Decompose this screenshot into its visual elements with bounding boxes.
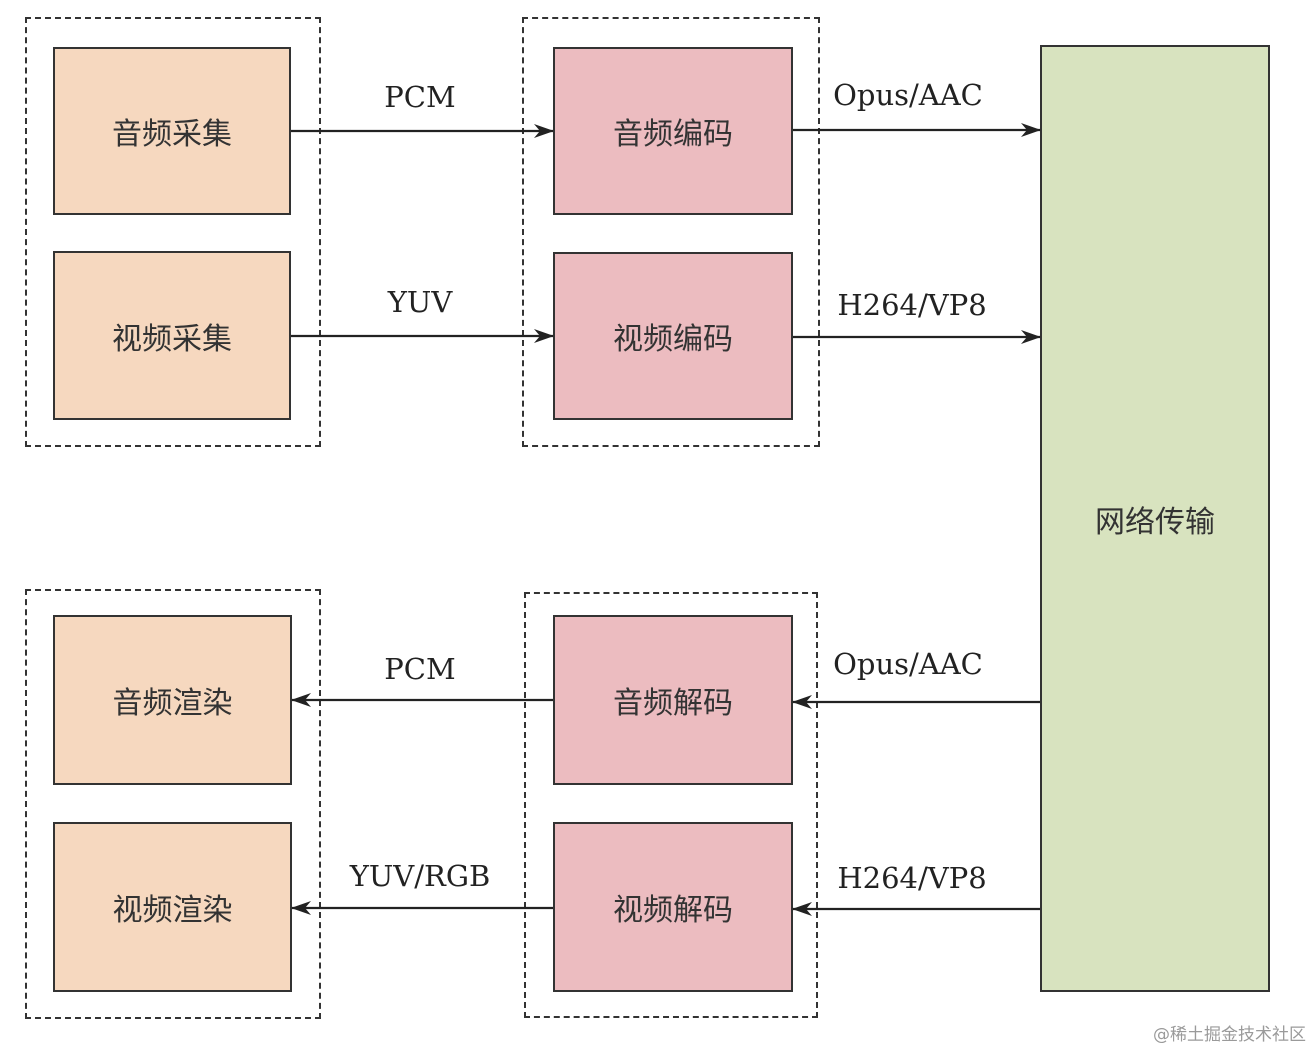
- video-render-block: 视频渲染: [53, 822, 292, 992]
- edge-label-encode-video: H264/VP8: [837, 288, 987, 322]
- audio-encode-label: 音频编码: [613, 117, 733, 152]
- capture-group: [25, 17, 321, 447]
- video-encode-block: 视频编码: [553, 252, 793, 420]
- video-decode-label: 视频解码: [613, 893, 733, 928]
- watermark: @稀土掘金技术社区: [1153, 1025, 1306, 1045]
- edge-label-render-video: YUV/RGB: [349, 859, 491, 893]
- audio-render-block: 音频渲染: [53, 615, 292, 785]
- edge-label-capture-video: YUV: [387, 285, 453, 319]
- video-capture-block: 视频采集: [53, 251, 291, 420]
- edge-label-decode-video: H264/VP8: [837, 861, 987, 895]
- render-group: [25, 589, 321, 1019]
- video-render-label: 视频渲染: [112, 893, 233, 928]
- audio-render-label: 音频渲染: [112, 686, 233, 721]
- video-encode-label: 视频编码: [613, 322, 733, 357]
- audio-encode-block: 音频编码: [553, 47, 793, 215]
- video-decode-block: 视频解码: [553, 822, 793, 992]
- audio-capture-block: 音频采集: [53, 47, 291, 215]
- network-label: 网络传输: [1095, 504, 1215, 540]
- audio-decode-label: 音频解码: [613, 686, 733, 721]
- network-block: 网络传输: [1040, 45, 1270, 992]
- decode-group: [524, 592, 818, 1018]
- video-capture-label: 视频采集: [112, 321, 232, 357]
- encode-group: [522, 17, 820, 447]
- edge-label-capture-audio: PCM: [384, 80, 456, 114]
- edge-label-encode-audio: Opus/AAC: [833, 78, 983, 112]
- edge-label-decode-audio: Opus/AAC: [833, 647, 983, 681]
- audio-capture-label: 音频采集: [112, 117, 232, 152]
- edge-label-render-audio: PCM: [384, 652, 456, 686]
